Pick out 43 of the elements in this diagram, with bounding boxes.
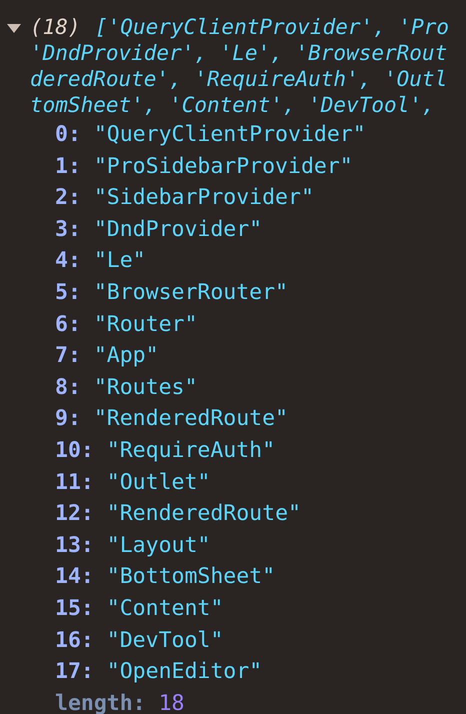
string-value: "App" xyxy=(94,344,159,369)
array-index: 9: xyxy=(55,407,81,432)
array-preview-line: 'DndProvider', 'Le', 'BrowserRout xyxy=(30,41,448,66)
string-value: "Outlet" xyxy=(106,470,210,496)
array-index: 0: xyxy=(55,123,81,148)
array-index: 14: xyxy=(55,565,94,590)
array-index: 13: xyxy=(55,534,94,559)
array-index: 12: xyxy=(55,502,94,527)
array-index: 16: xyxy=(55,628,94,654)
string-value: "RenderedRoute" xyxy=(106,502,301,527)
array-index: 5: xyxy=(55,281,81,306)
array-index: 8: xyxy=(55,376,81,401)
array-index: 3: xyxy=(55,218,81,243)
array-index: 11: xyxy=(55,470,94,496)
array-preview-line: tomSheet', 'Content', 'DevTool', xyxy=(30,93,435,118)
string-value: "OpenEditor" xyxy=(106,660,262,685)
array-count: (18) xyxy=(30,15,81,40)
array-index: 15: xyxy=(55,597,94,622)
string-value: "SidebarProvider" xyxy=(94,186,314,211)
string-value: "RequireAuth" xyxy=(106,439,276,464)
array-preview-line: ['QueryClientProvider', 'Pro xyxy=(95,15,450,40)
array-index: 17: xyxy=(55,660,94,685)
string-value: "Layout" xyxy=(106,534,210,559)
string-value: "DndProvider" xyxy=(94,218,262,243)
array-preview-line: deredRoute', 'RequireAuth', 'Outl xyxy=(30,67,448,92)
string-value: "ProSidebarProvider" xyxy=(94,154,353,180)
string-value: "BottomSheet" xyxy=(106,565,276,590)
array-index: 1: xyxy=(55,154,81,180)
string-value: "Content" xyxy=(106,597,224,622)
string-value: "Le" xyxy=(94,249,146,274)
string-value: "Router" xyxy=(94,312,198,338)
string-value: "Routes" xyxy=(94,376,198,401)
array-index: 10: xyxy=(55,439,94,464)
array-index: 4: xyxy=(55,249,81,274)
array-index: 6: xyxy=(55,312,81,338)
string-value: "BrowserRouter" xyxy=(94,281,288,306)
property-key: length: xyxy=(55,692,146,714)
property-value: 18 xyxy=(158,692,184,714)
string-value: "QueryClientProvider" xyxy=(94,123,366,148)
array-index: 2: xyxy=(55,186,81,211)
string-value: "RenderedRoute" xyxy=(94,407,288,432)
array-index: 7: xyxy=(55,344,81,369)
string-value: "DevTool" xyxy=(106,628,224,654)
